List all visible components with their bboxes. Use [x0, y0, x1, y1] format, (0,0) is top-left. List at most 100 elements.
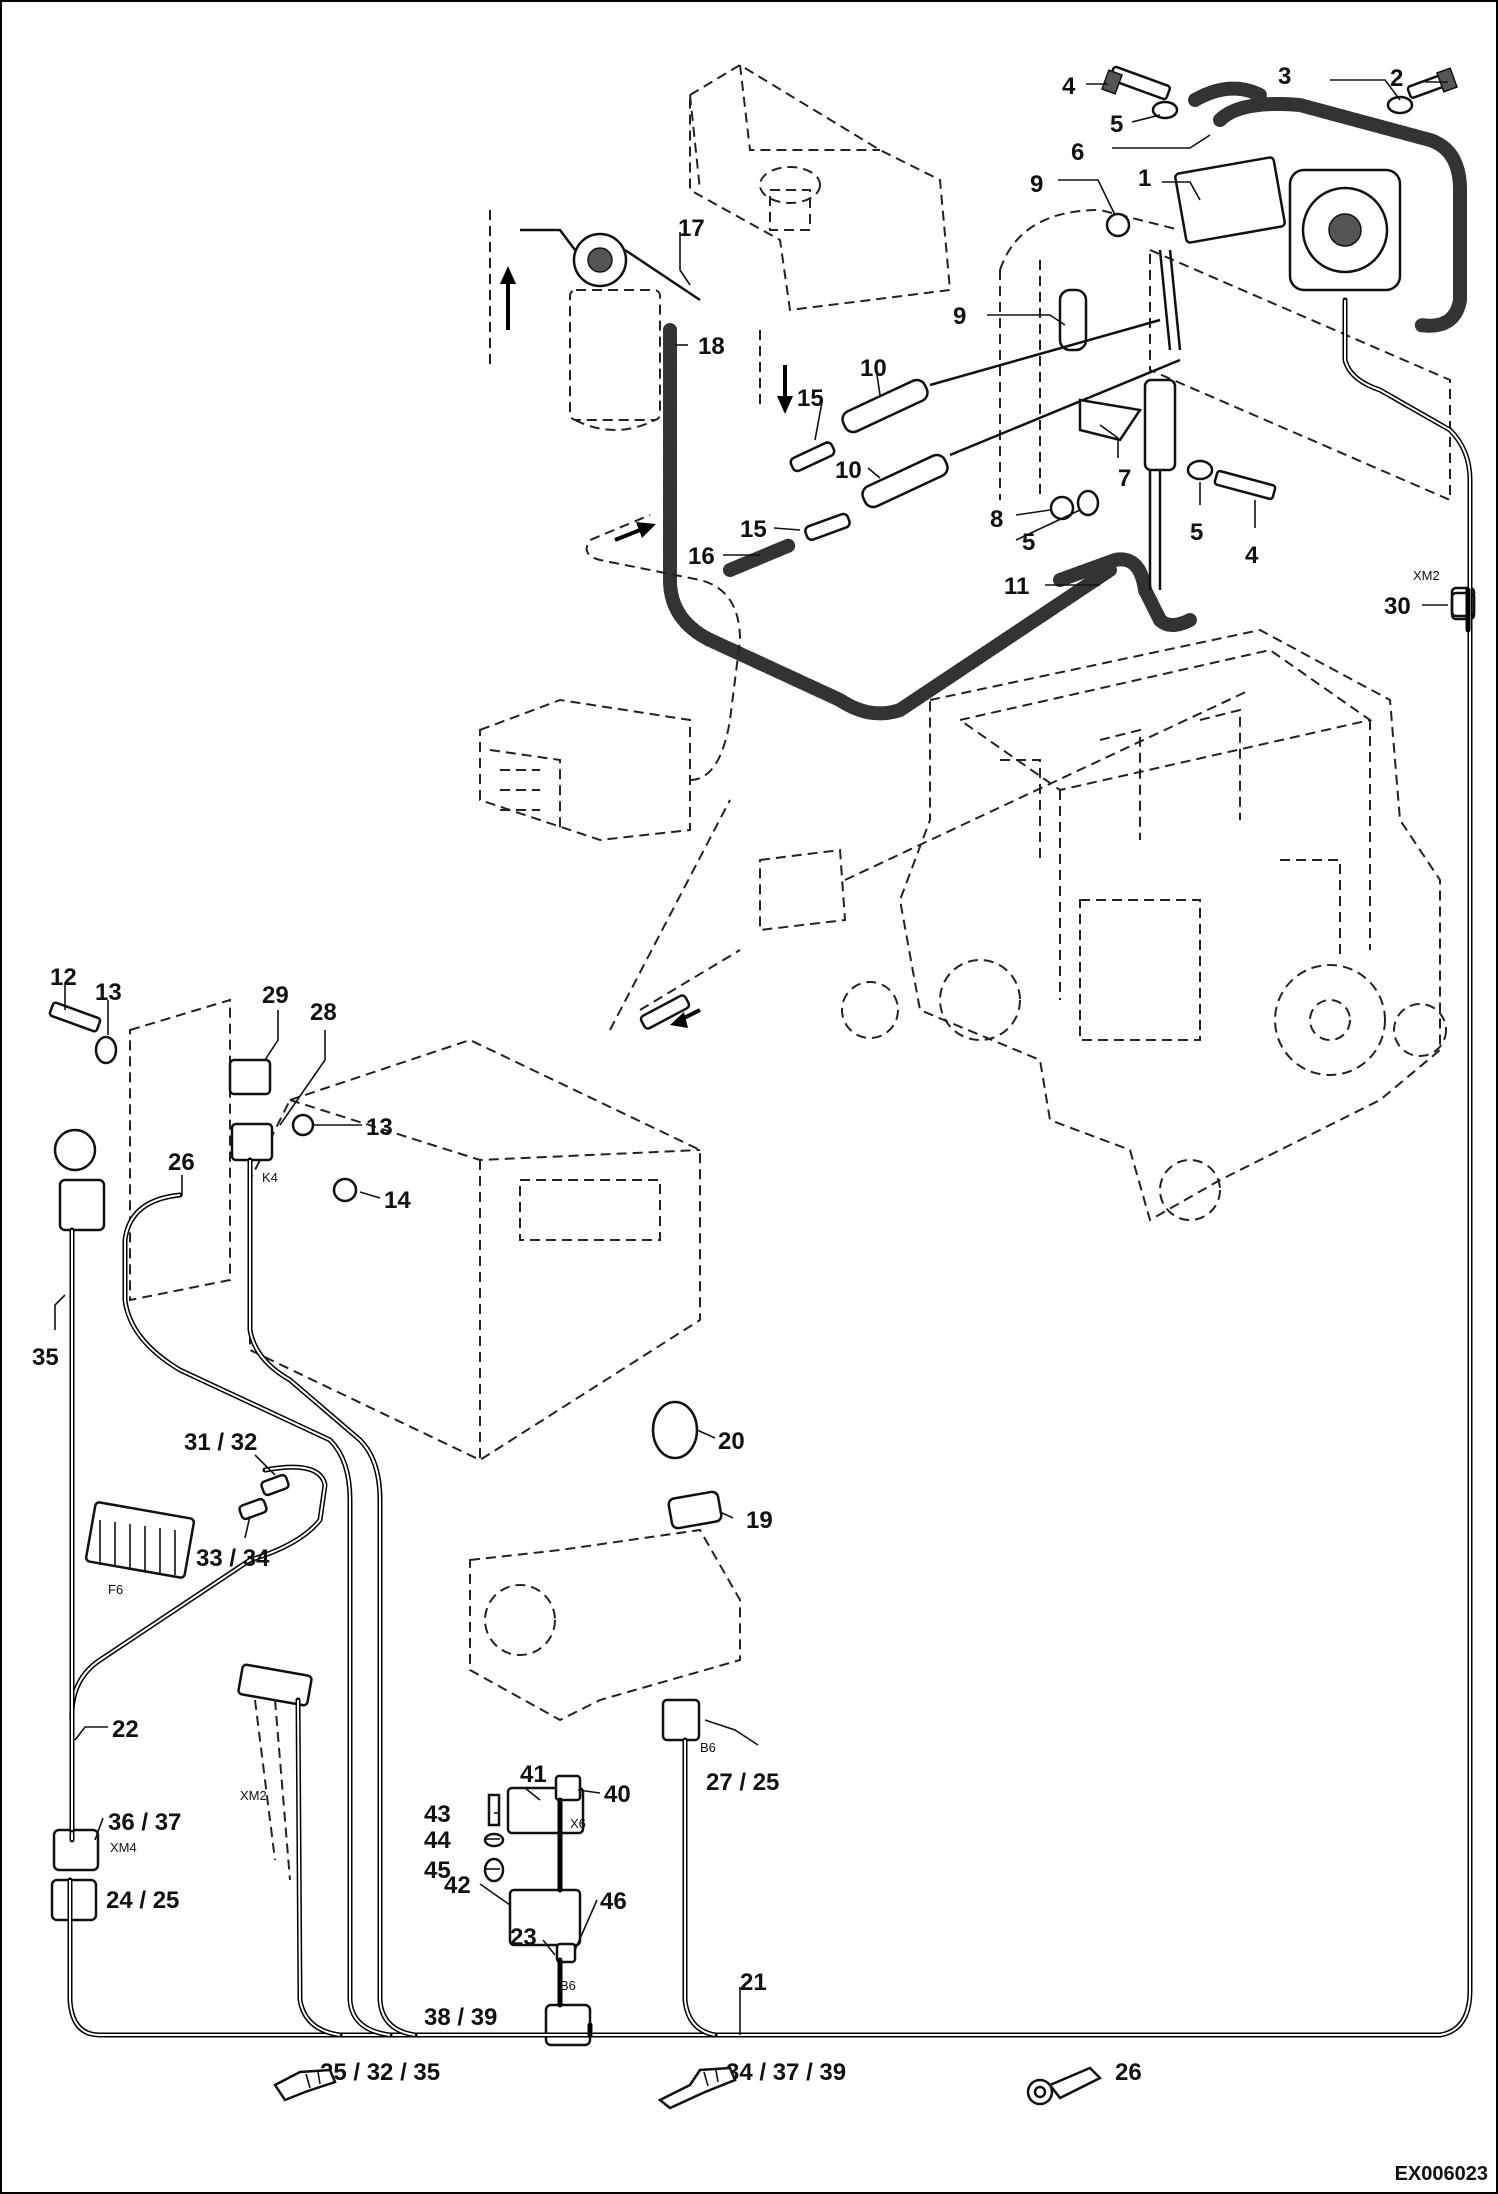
label-18: 18: [698, 333, 725, 360]
label-4-lower: 4: [1245, 542, 1259, 569]
fuel-line-10a: [841, 318, 1161, 434]
fuel-hose-clip: [723, 538, 797, 577]
label-28: 28: [310, 999, 337, 1026]
xm2-connector-left: [237, 1663, 313, 1881]
tag-x6: X6: [570, 1816, 586, 1831]
tag-xm2-left: XM2: [240, 1788, 267, 1803]
label-20: 20: [718, 1428, 745, 1455]
label-38-39: 38 / 39: [424, 2004, 497, 2031]
label-17: 17: [678, 215, 705, 242]
ecu-harness: [585, 514, 742, 781]
nut-45: [483, 1857, 505, 1883]
fuel-union-15b: [804, 512, 851, 541]
connector-x6: [554, 1774, 582, 1802]
label-5-lower: 5: [1022, 529, 1035, 556]
relay-29: [228, 1058, 272, 1096]
fuel-hose-16: [663, 323, 1117, 721]
blade-terminal-icon: [657, 2066, 737, 2110]
label-22: 22: [112, 1716, 139, 1743]
washer-5-lower: [1076, 489, 1100, 517]
tag-b6-lower: B6: [560, 1978, 576, 1993]
label-15-lower: 15: [740, 516, 767, 543]
tag-k4: K4: [262, 1170, 278, 1185]
label-24-25: 24 / 25: [106, 1887, 179, 1914]
callout-labels: 1 2 3 4 5 6 9 9 17 18 10 15 10 7 8 5 5 4…: [32, 63, 1411, 2086]
washer-5-right: [1186, 459, 1214, 481]
terminal-31-32: [260, 1473, 290, 1497]
fuse-box-f6: [84, 1501, 196, 1579]
fuel-union-15a: [789, 441, 836, 473]
label-31-32: 31 / 32: [184, 1429, 257, 1456]
fuel-hose-11: [1053, 552, 1197, 632]
tag-b6-upper: B6: [700, 1740, 716, 1755]
label-30: 30: [1384, 593, 1411, 620]
label-13-left: 13: [95, 979, 122, 1006]
label-34-37-39: 34 / 37 / 39: [726, 2059, 846, 2086]
hose-clamp-20: [651, 1400, 699, 1460]
electrical-box: [129, 998, 701, 1462]
label-5-right: 5: [1190, 519, 1203, 546]
label-6: 6: [1071, 139, 1084, 166]
projection-line: [609, 799, 731, 1031]
label-8: 8: [990, 506, 1003, 533]
label-33-34: 33 / 34: [196, 1545, 270, 1572]
wiring-harness-21: [67, 297, 1473, 2038]
connector-b6-38: [544, 2003, 592, 2047]
label-26-left: 26: [168, 1149, 195, 1176]
label-26-bottom: 26: [1115, 2059, 1142, 2086]
label-29: 29: [262, 982, 289, 1009]
bracket-7: [1078, 378, 1177, 472]
bolt-12: [48, 1001, 102, 1033]
leader-lines: [54, 79, 1448, 2035]
connector-xm4-36: [52, 1828, 100, 1872]
relay-socket-42: [508, 1888, 582, 1947]
flat-terminal-icon: [273, 2068, 337, 2102]
washer-3: [1386, 95, 1414, 115]
pump-bracket: [1149, 248, 1451, 502]
label-36-37: 36 / 37: [108, 1809, 181, 1836]
label-9-middle: 9: [953, 303, 966, 330]
label-40: 40: [604, 1781, 631, 1808]
sensor-b6-27: [661, 1698, 701, 1742]
washer-5-top: [1151, 100, 1179, 120]
label-45: 45: [424, 1857, 451, 1884]
fuel-sensor-9: [1058, 288, 1088, 352]
nut-14: [332, 1177, 358, 1203]
label-4-top: 4: [1062, 73, 1076, 100]
tag-xm4: XM4: [110, 1840, 137, 1855]
arrow-right-flow: [614, 522, 656, 542]
label-14: 14: [384, 1187, 411, 1214]
grommet-19: [667, 1490, 723, 1530]
connector-tags: XM2 K4 F6 XM2 XM4 X6 B6 B6: [108, 568, 1440, 1993]
fuel-tank: [689, 63, 952, 312]
bolt-4-lower: [1213, 469, 1277, 501]
label-12: 12: [50, 964, 77, 991]
label-44: 44: [424, 1827, 451, 1854]
label-23: 23: [510, 1924, 537, 1951]
label-43: 43: [424, 1801, 451, 1828]
label-27-25: 27 / 25: [706, 1769, 779, 1796]
flow-arrow-up: [500, 266, 516, 330]
label-2: 2: [1390, 65, 1403, 92]
fuel-pipe: [1158, 249, 1182, 351]
label-11: 11: [1004, 573, 1029, 600]
label-7: 7: [1118, 465, 1131, 492]
drawing-code: EX006023: [1394, 2163, 1488, 2185]
flow-arrow-down: [777, 365, 793, 414]
fuel-pump: [1174, 81, 1467, 333]
label-10-top: 10: [860, 355, 887, 382]
label-1: 1: [1138, 165, 1151, 192]
label-21: 21: [740, 1969, 767, 1996]
tag-f6: F6: [108, 1582, 123, 1597]
relay-k4-28: [230, 1122, 274, 1162]
washer-44: [483, 1832, 505, 1848]
washer-13-left: [94, 1035, 118, 1065]
label-15-top: 15: [797, 385, 824, 412]
connector-35-top: [58, 1178, 106, 1232]
label-9-top: 9: [1030, 171, 1043, 198]
washer-13-box: [291, 1113, 315, 1137]
label-13-box: 13: [366, 1114, 393, 1141]
label-41: 41: [520, 1761, 547, 1788]
tag-xm2-right: XM2: [1413, 568, 1440, 583]
